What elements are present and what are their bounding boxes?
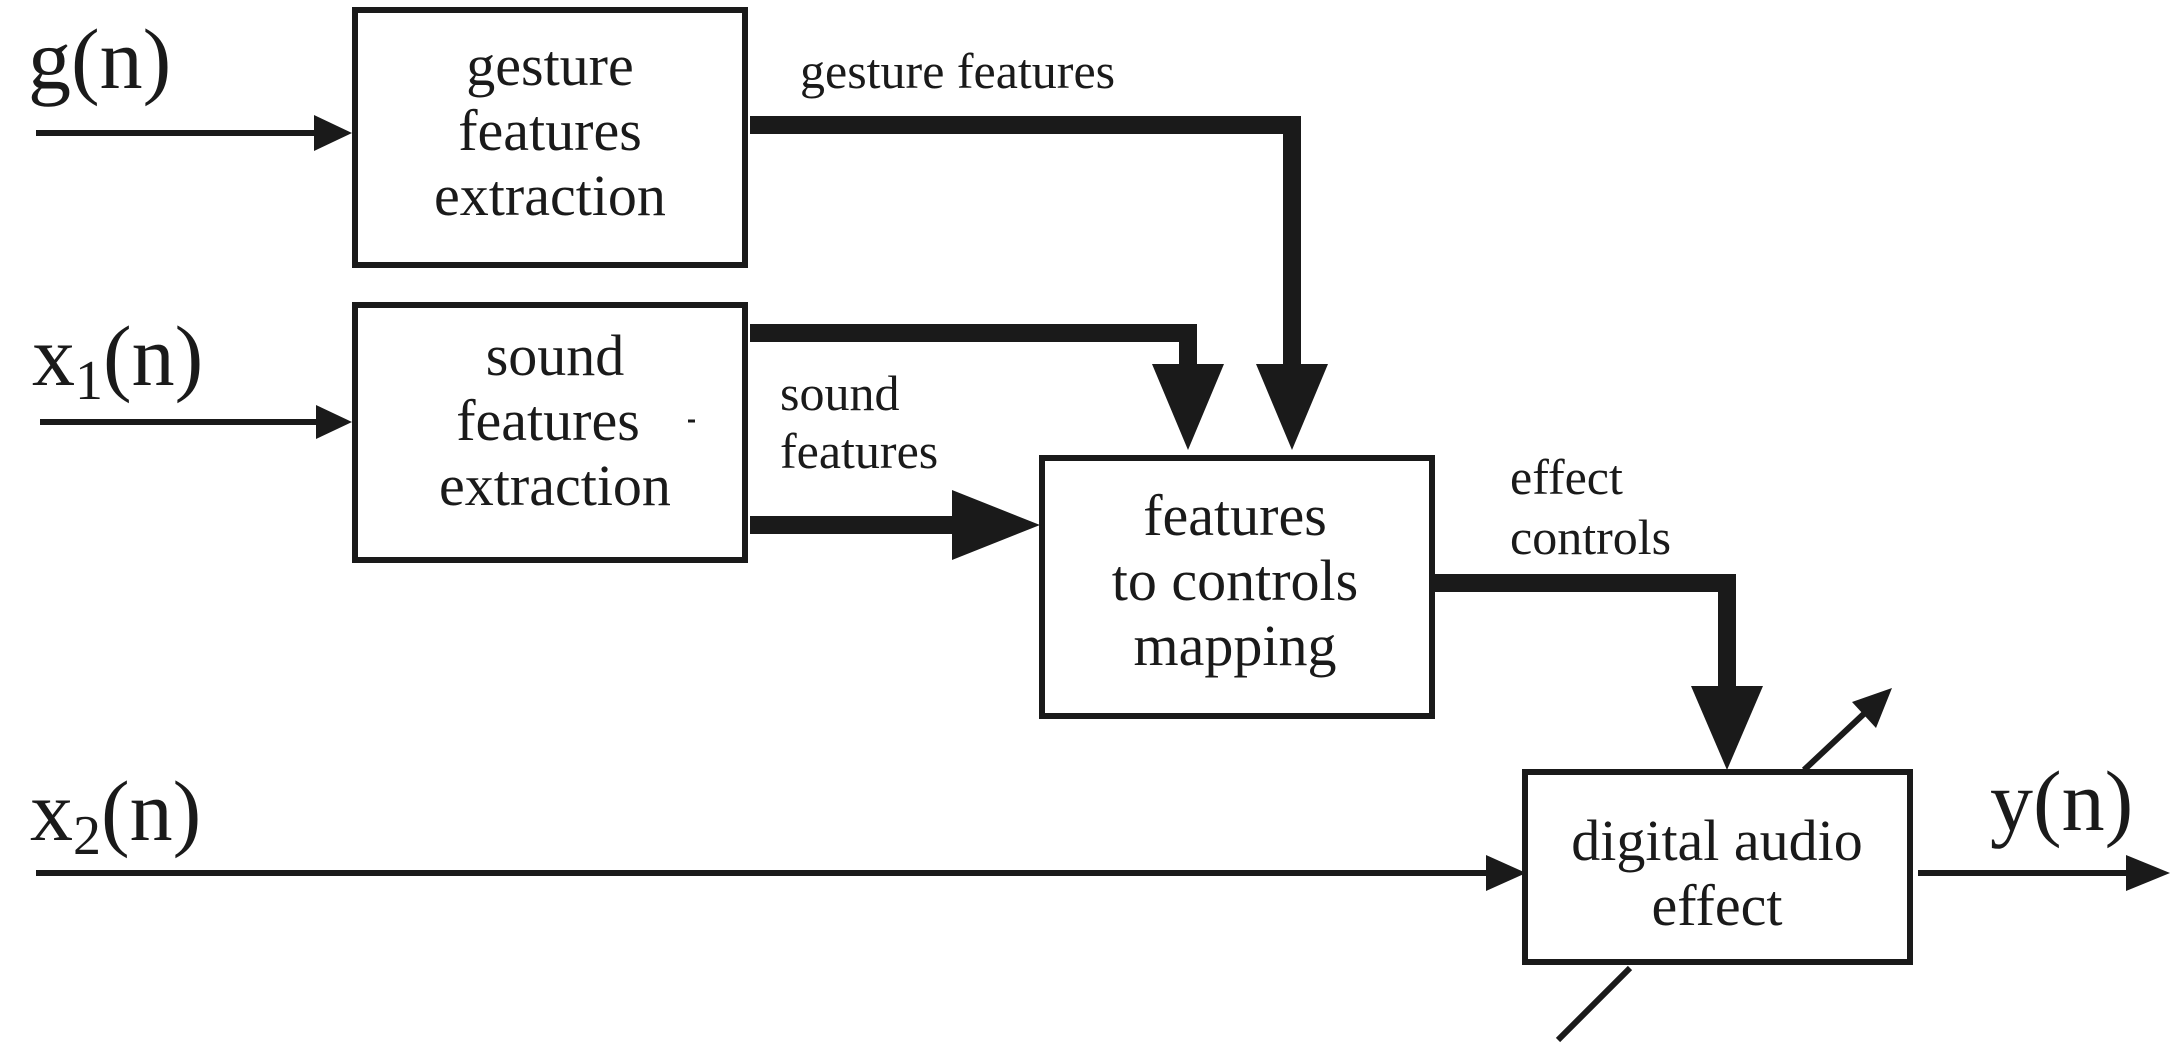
- effect-block-line-2: effect: [1652, 873, 1783, 938]
- signal-x2-arg: (n): [101, 763, 201, 859]
- signal-x1-arg: (n): [103, 308, 203, 404]
- signal-g-label: g(n): [28, 11, 171, 107]
- effect-block-line-1: digital audio: [1571, 808, 1863, 873]
- x1-input-arrow: [40, 405, 352, 439]
- sound-to-mapping-upper-arrow: [750, 324, 1224, 450]
- mapping-block-line-2: to controls: [1112, 548, 1358, 613]
- sound-extraction-block: sound features extraction: [352, 302, 748, 563]
- sound-block-line-3: extraction: [439, 453, 671, 518]
- y-output-arrow: [1918, 855, 2170, 891]
- sound-features-arrow: [750, 490, 1040, 560]
- sound-features-label-line-2: features: [780, 423, 938, 479]
- signal-x1-subscript: 1: [75, 350, 103, 412]
- mapping-block-line-3: mapping: [1134, 613, 1337, 678]
- signal-x2-subscript: 2: [73, 805, 101, 867]
- digital-audio-effect-block: digital audio effect: [1522, 769, 1913, 965]
- effect-controls-label-line-2: controls: [1510, 509, 1671, 565]
- sound-features-label-line-1: sound: [780, 365, 899, 421]
- gesture-block-line-3: extraction: [434, 163, 666, 228]
- signal-x2-base: x: [30, 763, 73, 859]
- signal-x2-label: x2(n): [30, 763, 201, 867]
- effect-controls-label-line-1: effect: [1510, 449, 1623, 505]
- signal-x1-base: x: [32, 308, 75, 404]
- variable-effect-arrow: [1555, 688, 1892, 1043]
- effect-controls-arrow: [1434, 574, 1763, 770]
- x2-input-arrow: [36, 855, 1526, 891]
- signal-y-label: y(n): [1990, 753, 2133, 849]
- mapping-block-line-1: features: [1143, 483, 1327, 548]
- g-input-arrow: [36, 115, 352, 151]
- gesture-features-arrow: [750, 116, 1328, 450]
- sound-block-line-1: sound: [486, 323, 625, 388]
- gesture-extraction-block: gesture features extraction: [352, 7, 748, 268]
- gesture-features-label: gesture features: [800, 43, 1115, 99]
- mapping-block: features to controls mapping: [1039, 455, 1435, 719]
- signal-x1-label: x1(n): [32, 308, 203, 412]
- gesture-block-line-2: features: [458, 98, 642, 163]
- sound-block-line-2: features: [456, 388, 640, 453]
- gesture-block-line-1: gesture: [466, 33, 634, 98]
